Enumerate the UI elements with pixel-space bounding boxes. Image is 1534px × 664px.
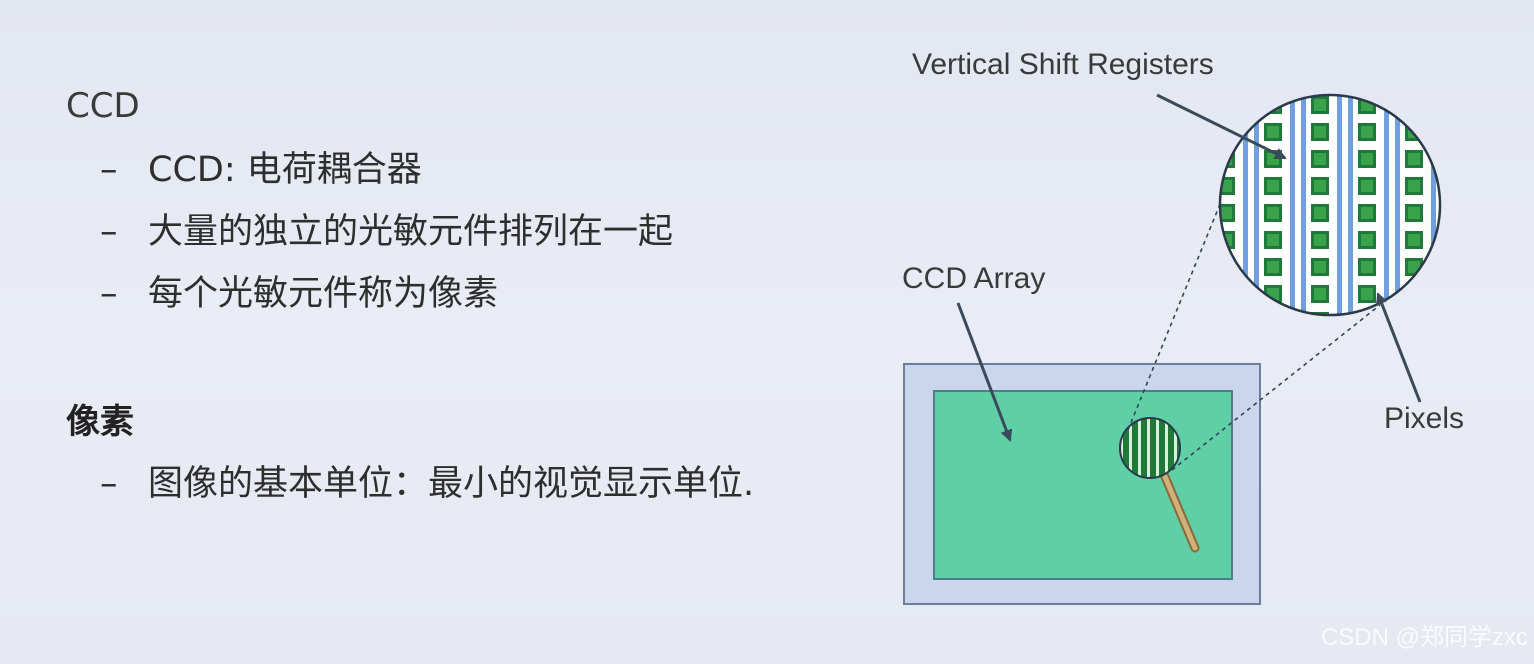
bullet-marker: – — [100, 274, 118, 314]
pixel-cell — [1361, 234, 1373, 246]
pixel-cell-border — [1264, 312, 1282, 315]
bullet-text: CCD: 电荷耦合器 — [148, 150, 422, 190]
vertical-shift-register — [1395, 95, 1400, 315]
bullet-marker: – — [100, 464, 118, 504]
pixel-cell — [1314, 99, 1326, 111]
bullet-text: 大量的独立的光敏元件排列在一起 — [148, 212, 674, 252]
magnifier-handle-highlight — [1160, 469, 1198, 551]
label-ccd-array: CCD Array — [902, 262, 1046, 295]
vertical-shift-register — [1301, 95, 1306, 315]
arrow-vertical-shift — [1156, 93, 1287, 160]
lens-stripe — [1129, 418, 1132, 478]
pixel-cell-border — [1220, 312, 1235, 315]
pixel-cell — [1361, 288, 1373, 300]
pixel-cell — [1314, 234, 1326, 246]
pixel-cell-border — [1405, 285, 1423, 303]
zoomed-pixel-view — [1207, 90, 1440, 327]
magnifier-lens-ring — [1119, 417, 1181, 479]
pixel-cell — [1408, 99, 1420, 111]
pixel-cell — [1408, 180, 1420, 192]
ccd-array-rect — [933, 390, 1233, 580]
vertical-shift-register — [1243, 95, 1248, 315]
vertical-shift-register — [1254, 95, 1259, 315]
pixel-cell-border — [1220, 96, 1235, 114]
arrow-pixels — [1376, 292, 1422, 403]
pixel-cell — [1267, 126, 1279, 138]
vertical-shift-register — [1431, 95, 1436, 315]
label-vertical-shift-registers: Vertical Shift Registers — [912, 48, 1214, 81]
pixel-cell-border — [1220, 285, 1235, 303]
pixel-cell — [1314, 207, 1326, 219]
vertical-shift-register — [1290, 95, 1295, 315]
pixel-cell — [1220, 261, 1232, 273]
pixel-cell — [1314, 315, 1326, 327]
pixel-cell — [1408, 207, 1420, 219]
pixel-cell — [1408, 153, 1420, 165]
lens-stripe — [1120, 418, 1123, 478]
vertical-shift-register — [1348, 95, 1353, 315]
pixel-cell — [1361, 180, 1373, 192]
pixel-cell — [1314, 126, 1326, 138]
lens-stripe — [1147, 418, 1150, 478]
pixel-cell-border — [1220, 258, 1235, 276]
pixel-cell — [1267, 207, 1279, 219]
bullet-marker: – — [100, 212, 118, 252]
label-pixels: Pixels — [1384, 402, 1465, 435]
magnifier-lens — [1120, 418, 1180, 478]
section-title-ccd: CCD — [66, 86, 140, 126]
lens-stripe — [1165, 418, 1168, 478]
pixel-cell — [1314, 180, 1326, 192]
lens-stripe — [1138, 418, 1141, 478]
pixel-cell-border — [1405, 96, 1423, 114]
pixel-cell — [1408, 288, 1420, 300]
lens-stripe — [1156, 418, 1159, 478]
pixel-cell — [1220, 207, 1232, 219]
pixel-cell — [1267, 261, 1279, 273]
section-title-pixel: 像素 — [66, 402, 134, 442]
pixel-cell — [1361, 126, 1373, 138]
pixel-cell — [1314, 261, 1326, 273]
pixel-cell — [1267, 180, 1279, 192]
bullet-text: 每个光敏元件称为像素 — [148, 274, 499, 314]
zoomed-pixel-view-ring — [1218, 93, 1442, 317]
pixel-cell — [1408, 234, 1420, 246]
pixel-cell — [1361, 207, 1373, 219]
pixel-cell — [1267, 234, 1279, 246]
bullet-marker: – — [100, 150, 118, 190]
pixel-cell — [1361, 315, 1373, 327]
pixel-cell — [1408, 315, 1420, 327]
bullet-item: –每个光敏元件称为像素 — [100, 272, 498, 316]
pixel-cell — [1361, 261, 1373, 273]
pixel-cell — [1314, 153, 1326, 165]
lens-stripe — [1174, 418, 1177, 478]
pixel-cell — [1220, 315, 1232, 327]
vertical-shift-register — [1337, 95, 1342, 315]
pixel-cell — [1408, 261, 1420, 273]
watermark: CSDN @郑同学zxc — [1320, 624, 1528, 651]
pixel-cell — [1267, 315, 1279, 327]
pixel-cell-border — [1405, 312, 1423, 315]
pixel-cell — [1314, 288, 1326, 300]
pixel-cell — [1220, 99, 1232, 111]
vertical-shift-register — [1384, 95, 1389, 315]
bullet-item: –图像的基本单位：最小的视觉显示单位. — [100, 462, 754, 506]
pixel-cell — [1361, 153, 1373, 165]
pixel-cell — [1220, 288, 1232, 300]
bullet-item: –CCD: 电荷耦合器 — [100, 148, 422, 192]
vertical-shift-register — [1207, 90, 1212, 320]
bullet-item: –大量的独立的光敏元件排列在一起 — [100, 210, 673, 254]
arrow-ccd-array — [956, 302, 1013, 442]
bullet-text: 图像的基本单位：最小的视觉显示单位. — [148, 464, 755, 504]
